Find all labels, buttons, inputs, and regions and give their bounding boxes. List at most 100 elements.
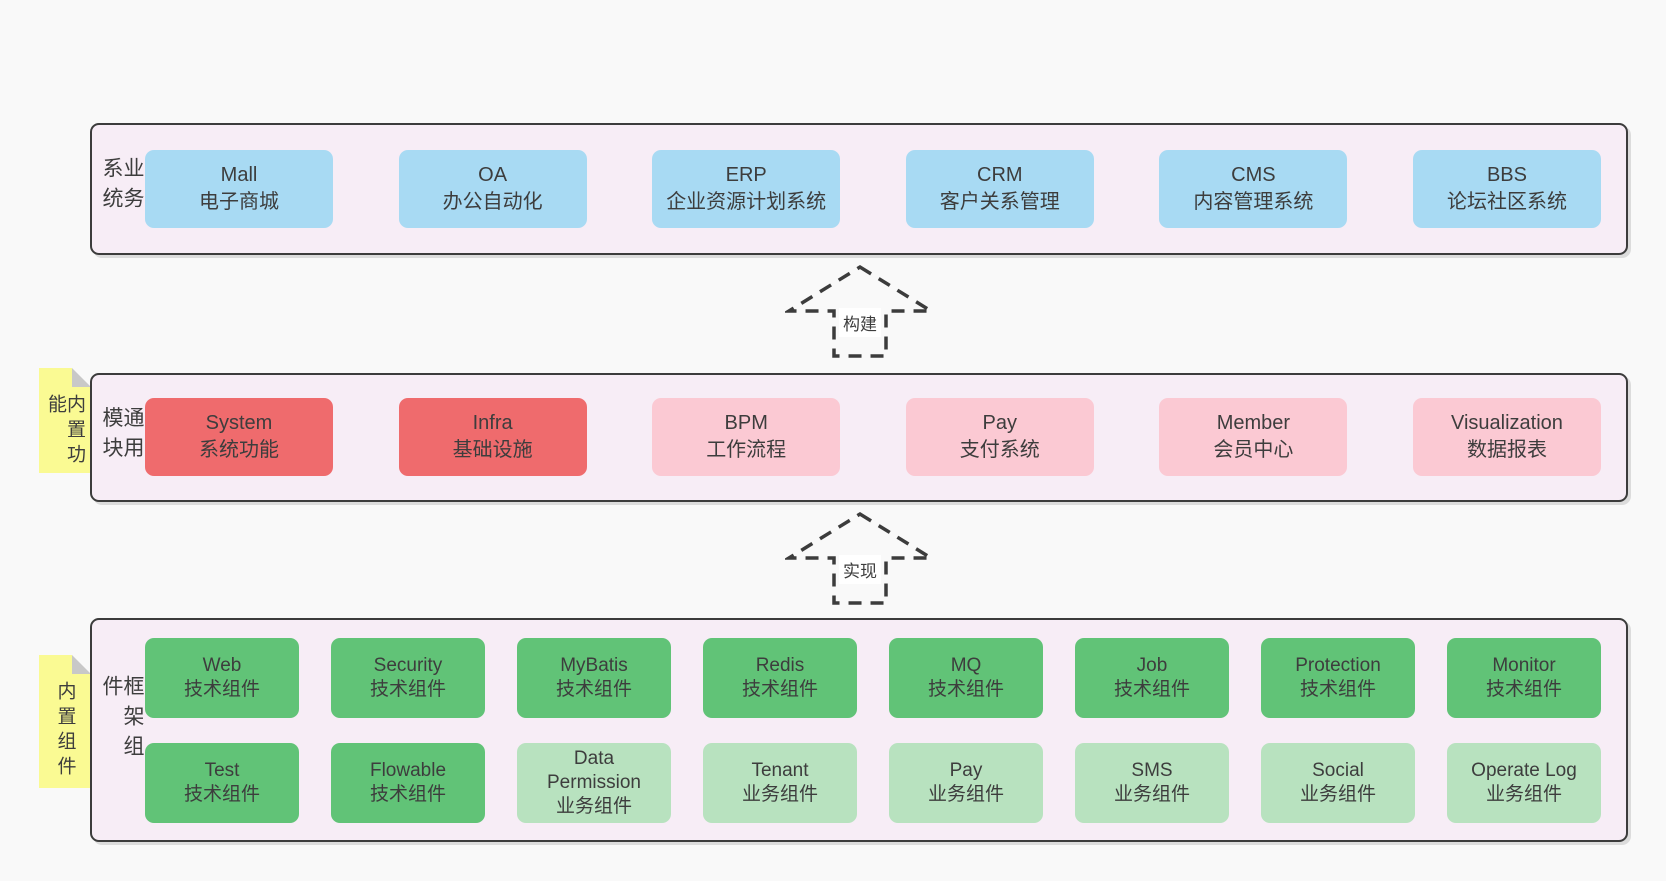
box-member: Member 会员中心 [1159, 398, 1348, 476]
box-name: Test [204, 760, 240, 781]
box-name: SMS [1131, 760, 1173, 781]
box-crm: CRM 客户关系管理 [905, 150, 1094, 228]
box-mq: MQ 技术组件 [889, 638, 1043, 718]
box-name: Protection [1295, 655, 1381, 676]
box-job: Job 技术组件 [1075, 638, 1229, 718]
box-desc: 业务组件 [555, 796, 632, 817]
box-desc: 客户关系管理 [939, 191, 1060, 213]
box-security: Security 技术组件 [331, 638, 485, 718]
box-desc: 业务组件 [1113, 784, 1190, 805]
box-name: Social [1312, 760, 1364, 781]
box-desc: 数据报表 [1466, 439, 1547, 461]
box-desc: 论坛社区系统 [1446, 191, 1567, 213]
box-name: Pay [949, 760, 983, 781]
box-name: Operate Log [1471, 760, 1577, 781]
box-desc: 技术组件 [1299, 679, 1376, 700]
box-name: BBS [1486, 164, 1527, 186]
folded-corner-icon [72, 368, 91, 387]
band-business-systems: 业务系统 Mall 电子商城 OA 办公自动化 ERP 企业资源计划系统 CRM… [90, 123, 1628, 255]
box-pay-system: Pay 支付系统 [905, 398, 1094, 476]
box-mall: Mall 电子商城 [145, 150, 333, 228]
box-desc: 基础设施 [452, 439, 533, 461]
band-row: Web 技术组件 Security 技术组件 MyBatis 技术组件 Redi… [145, 638, 1601, 718]
box-desc: 技术组件 [369, 679, 446, 700]
box-test: Test 技术组件 [145, 743, 299, 823]
box-desc: 业务组件 [1485, 784, 1562, 805]
box-desc: 技术组件 [927, 679, 1004, 700]
box-mybatis: MyBatis 技术组件 [517, 638, 671, 718]
build-arrow: 构建 [785, 264, 935, 359]
box-name: Web [202, 655, 242, 676]
box-web: Web 技术组件 [145, 638, 299, 718]
box-name: Tenant [751, 760, 809, 781]
box-name: Flowable [369, 760, 447, 781]
box-name: MyBatis [560, 655, 628, 676]
box-data-permission: Data Permission 业务组件 [517, 743, 671, 823]
band-common-modules: 通用模块 System 系统功能 Infra 基础设施 BPM 工作流程 Pay… [90, 373, 1628, 502]
box-name: ERP [725, 164, 767, 186]
box-name: Member [1216, 412, 1291, 434]
box-desc: 技术组件 [741, 679, 818, 700]
box-desc: 企业资源计划系统 [666, 191, 827, 213]
box-name: CMS [1231, 164, 1276, 186]
box-sms: SMS 业务组件 [1075, 743, 1229, 823]
box-name: Redis [755, 655, 805, 676]
band-label-framework-components: 框架组件 [100, 675, 144, 765]
box-flowable: Flowable 技术组件 [331, 743, 485, 823]
box-name: Security [373, 655, 443, 676]
box-name: Visualization [1451, 412, 1563, 434]
dashed-up-arrow-icon [785, 511, 935, 605]
dashed-up-arrow-icon [785, 264, 935, 358]
box-name: Monitor [1492, 655, 1556, 676]
box-operate-log: Operate Log 业务组件 [1447, 743, 1601, 823]
box-desc: 业务组件 [927, 784, 1004, 805]
box-oa: OA 办公自动化 [398, 150, 587, 228]
band-row: Mall 电子商城 OA 办公自动化 ERP 企业资源计划系统 CRM 客户关系… [145, 150, 1601, 228]
box-bpm: BPM 工作流程 [652, 398, 841, 476]
box-name: MQ [950, 655, 982, 676]
box-name: Mall [220, 164, 258, 186]
box-desc: 电子商城 [199, 191, 279, 213]
box-desc: 内容管理系统 [1193, 191, 1314, 213]
box-desc: 技术组件 [555, 679, 632, 700]
sticky-note-built-in-features: 内置功能 [39, 368, 91, 473]
arrow-label: 实现 [839, 555, 881, 584]
sticky-note-built-in-components: 内置组件 [39, 655, 91, 788]
box-protection: Protection 技术组件 [1261, 638, 1415, 718]
box-desc: 技术组件 [369, 784, 446, 805]
band-row: System 系统功能 Infra 基础设施 BPM 工作流程 Pay 支付系统… [145, 398, 1601, 476]
box-desc: 办公自动化 [442, 191, 543, 213]
box-pay-component: Pay 业务组件 [889, 743, 1043, 823]
box-social: Social 业务组件 [1261, 743, 1415, 823]
box-erp: ERP 企业资源计划系统 [652, 150, 841, 228]
box-desc: 业务组件 [741, 784, 818, 805]
box-visualization: Visualization 数据报表 [1412, 398, 1601, 476]
box-cms: CMS 内容管理系统 [1159, 150, 1348, 228]
box-desc: 业务组件 [1299, 784, 1376, 805]
box-name: Data Permission [547, 748, 641, 793]
band-row: Test 技术组件 Flowable 技术组件 Data Permission … [145, 743, 1601, 823]
box-desc: 支付系统 [959, 439, 1040, 461]
box-monitor: Monitor 技术组件 [1447, 638, 1601, 718]
box-name: Infra [472, 412, 513, 434]
box-infra: Infra 基础设施 [398, 398, 587, 476]
box-desc: 技术组件 [183, 679, 260, 700]
box-desc: 技术组件 [1113, 679, 1190, 700]
box-desc: 技术组件 [183, 784, 260, 805]
box-tenant: Tenant 业务组件 [703, 743, 857, 823]
box-name: Pay [982, 412, 1018, 434]
note-label: 内置组件 [54, 681, 76, 781]
box-desc: 系统功能 [199, 439, 279, 461]
box-name: CRM [977, 164, 1023, 186]
box-name: BPM [724, 412, 768, 434]
box-name: System [205, 412, 273, 434]
band-label-common-modules: 通用模块 [100, 406, 144, 467]
box-bbs: BBS 论坛社区系统 [1412, 150, 1601, 228]
implement-arrow: 实现 [785, 511, 935, 606]
folded-corner-icon [72, 655, 91, 674]
box-system: System 系统功能 [145, 398, 333, 476]
note-label: 内置功能 [45, 394, 85, 469]
box-name: Job [1136, 655, 1168, 676]
box-redis: Redis 技术组件 [703, 638, 857, 718]
box-name: OA [478, 164, 508, 186]
